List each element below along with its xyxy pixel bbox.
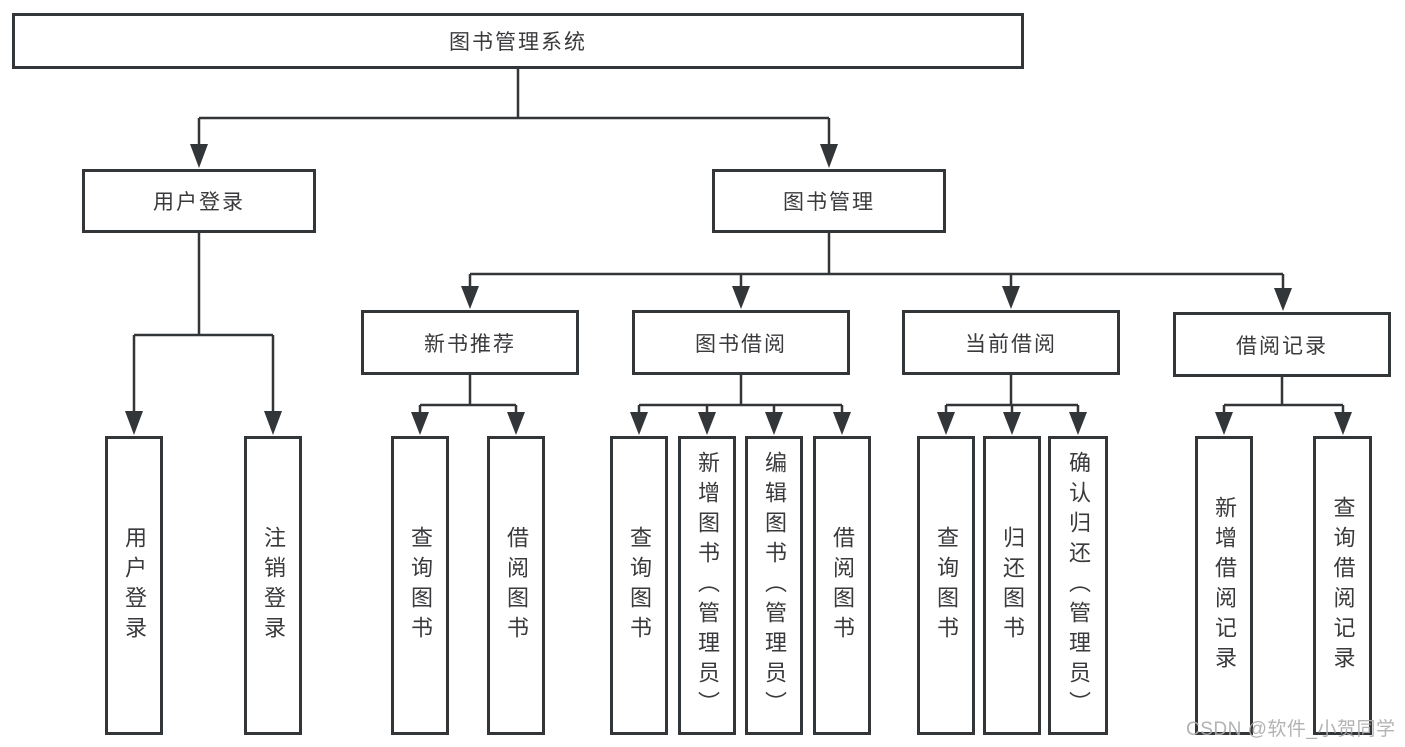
node-book-borrow: 图书借阅 xyxy=(632,310,850,375)
leaf-query-books-borrow-label: 查询图书 xyxy=(627,525,652,646)
leaf-user-login-label: 用户登录 xyxy=(122,525,147,646)
leaf-return-book-label: 归还图书 xyxy=(1000,525,1025,646)
node-book-management-label: 图书管理 xyxy=(783,191,875,214)
leaf-query-borrow-record-label: 查询借阅记录 xyxy=(1330,495,1356,676)
leaf-user-login: 用户登录 xyxy=(105,436,163,735)
node-book-management: 图书管理 xyxy=(712,169,946,233)
leaf-borrow-books-recommend: 借阅图书 xyxy=(487,436,545,735)
arrowhead-icons xyxy=(125,144,1352,435)
node-root: 图书管理系统 xyxy=(12,13,1024,69)
leaf-query-borrow-record: 查询借阅记录 xyxy=(1313,436,1372,735)
leaf-query-books-recommend-label: 查询图书 xyxy=(408,525,433,646)
leaf-borrow-books-borrow: 借阅图书 xyxy=(813,436,871,735)
node-current-borrow-label: 当前借阅 xyxy=(965,332,1057,356)
leaf-confirm-return-admin-label: 确认归还（管理员） xyxy=(1066,450,1091,721)
leaf-return-book: 归还图书 xyxy=(983,436,1041,735)
leaf-query-books-borrow: 查询图书 xyxy=(610,436,668,735)
node-root-label: 图书管理系统 xyxy=(449,31,587,54)
node-new-book-recommend: 新书推荐 xyxy=(361,310,579,375)
leaf-query-books-recommend: 查询图书 xyxy=(391,436,449,735)
leaf-add-borrow-record: 新增借阅记录 xyxy=(1195,436,1253,735)
node-user-login-label: 用户登录 xyxy=(153,191,245,214)
leaf-query-books-current: 查询图书 xyxy=(917,436,975,735)
leaf-logout: 注销登录 xyxy=(244,436,302,735)
leaf-edit-book-admin: 编辑图书（管理员） xyxy=(745,436,803,735)
leaf-query-books-current-label: 查询图书 xyxy=(934,525,959,646)
node-current-borrow: 当前借阅 xyxy=(902,310,1120,375)
leaf-edit-book-admin-label: 编辑图书（管理员） xyxy=(762,450,787,721)
connector-path xyxy=(132,69,1345,414)
leaf-add-borrow-record-label: 新增借阅记录 xyxy=(1212,495,1237,676)
watermark: CSDN @软件_小贺同学 xyxy=(1186,719,1396,740)
leaf-borrow-books-recommend-label: 借阅图书 xyxy=(504,525,529,646)
node-borrow-records-label: 借阅记录 xyxy=(1236,334,1328,358)
leaf-add-book-admin-label: 新增图书（管理员） xyxy=(695,450,720,721)
leaf-add-book-admin: 新增图书（管理员） xyxy=(678,436,736,735)
node-new-book-recommend-label: 新书推荐 xyxy=(424,332,516,356)
node-user-login: 用户登录 xyxy=(82,169,316,233)
leaf-confirm-return-admin: 确认归还（管理员） xyxy=(1048,436,1108,735)
node-book-borrow-label: 图书借阅 xyxy=(695,332,787,356)
node-borrow-records: 借阅记录 xyxy=(1173,312,1391,377)
leaf-logout-label: 注销登录 xyxy=(261,525,286,646)
leaf-borrow-books-borrow-label: 借阅图书 xyxy=(830,525,855,646)
